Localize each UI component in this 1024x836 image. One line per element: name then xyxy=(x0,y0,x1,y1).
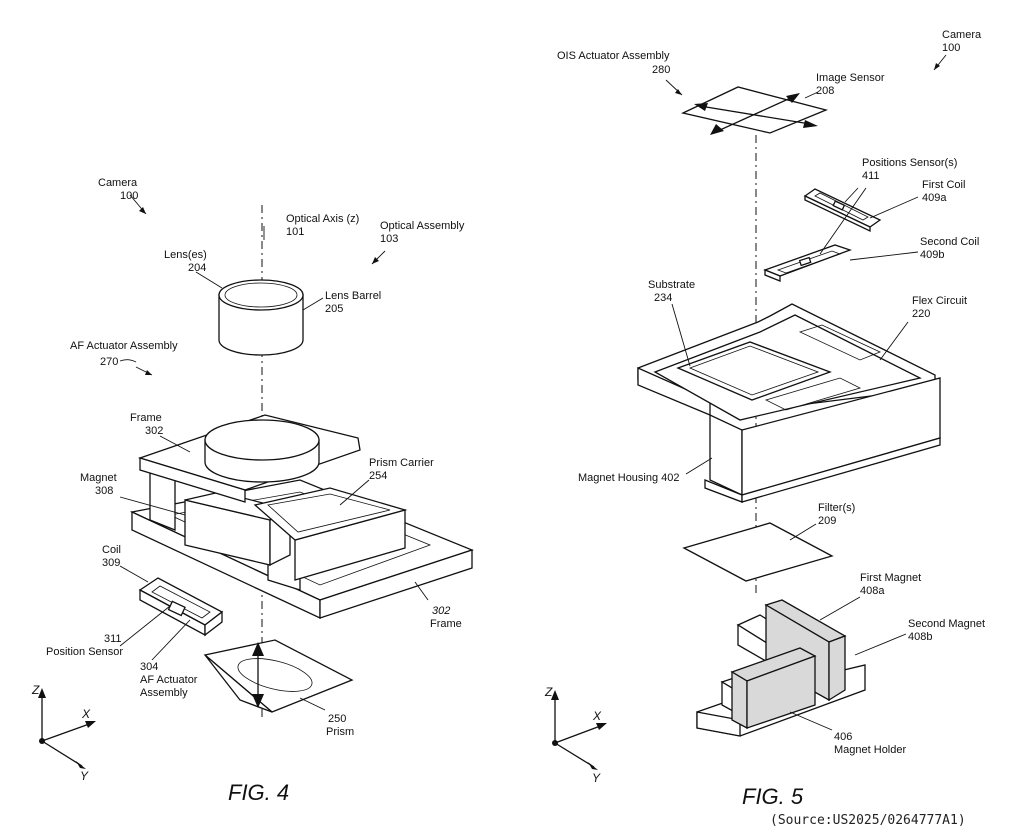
fig5-label-first-magnet: First Magnet xyxy=(860,572,921,584)
fig4-axis-y-label: Y xyxy=(80,769,89,783)
fig4-lens-barrel xyxy=(218,279,304,356)
fig4-label-af-actuator-num: 270 xyxy=(100,356,118,368)
fig5-second-magnet xyxy=(730,647,817,730)
fig4-label-prism: Prism xyxy=(326,726,354,738)
fig4-label-prism-carrier-num: 254 xyxy=(369,470,387,482)
fig4-label-frame2-num: 302 xyxy=(432,605,450,617)
fig4-label-lens-barrel: Lens Barrel xyxy=(325,290,381,302)
fig4-label-optical-assembly-num: 103 xyxy=(380,233,398,245)
fig5-label-positions-sensor-num: 411 xyxy=(862,170,880,182)
fig4-label-af-asm-line2: Assembly xyxy=(140,687,188,699)
fig5-label-camera-num: 100 xyxy=(942,42,960,54)
fig5-label-magnet-holder-num: 406 xyxy=(834,731,852,743)
fig4-label-frame-num: 302 xyxy=(145,425,163,437)
fig4-label-position-sensor: Position Sensor xyxy=(46,646,123,658)
fig4-label-lenses-num: 204 xyxy=(188,262,206,274)
fig4-label-lens-barrel-num: 205 xyxy=(325,303,343,315)
fig5-label-second-coil: Second Coil xyxy=(920,236,979,248)
fig4-caption: FIG. 4 xyxy=(228,780,289,805)
fig4-label-position-sensor-num: 311 xyxy=(104,633,122,645)
fig4-label-camera: Camera xyxy=(98,177,138,189)
fig5-label-second-magnet-num: 408b xyxy=(908,631,932,643)
fig4-prism-carrier xyxy=(253,487,408,581)
fig4-coil xyxy=(138,577,224,637)
fig4-axis-z-label: Z xyxy=(31,683,40,697)
fig4-label-af-actuator: AF Actuator Assembly xyxy=(70,340,178,352)
fig4-label-magnet-num: 308 xyxy=(95,485,113,497)
fig5-label-first-coil: First Coil xyxy=(922,179,965,191)
fig5-label-image-sensor-num: 208 xyxy=(816,85,834,97)
fig4-label-af-asm-num: 304 xyxy=(140,661,158,673)
fig5-image-sensor xyxy=(681,86,829,135)
fig5-label-image-sensor: Image Sensor xyxy=(816,72,885,84)
fig5-label-magnet-housing: Magnet Housing 402 xyxy=(578,472,680,484)
fig5-label-positions-sensor: Positions Sensor(s) xyxy=(862,157,957,169)
fig4-label-af-asm-line1: AF Actuator xyxy=(140,674,198,686)
fig4-label-frame: Frame xyxy=(130,412,162,424)
fig4-label-optical-assembly: Optical Assembly xyxy=(380,220,465,232)
fig4-label-coil-num: 309 xyxy=(102,557,120,569)
fig4-label-optical-axis: Optical Axis (z) xyxy=(286,213,359,225)
fig5-label-filters: Filter(s) xyxy=(818,502,855,514)
fig5-filter xyxy=(682,522,834,582)
fig4-label-frame2: Frame xyxy=(430,618,462,630)
fig4-label-prism-num: 250 xyxy=(328,713,346,725)
fig5-label-ois: OIS Actuator Assembly xyxy=(557,50,670,62)
fig4-axes xyxy=(38,688,96,769)
fig4-label-coil: Coil xyxy=(102,544,121,556)
fig4-label-camera-num: 100 xyxy=(120,190,138,202)
fig5-label-first-coil-num: 409a xyxy=(922,192,947,204)
fig5-label-substrate-num: 234 xyxy=(654,292,672,304)
fig5-axes xyxy=(551,690,607,770)
fig5-first-coil xyxy=(803,188,882,233)
fig4-top-frame xyxy=(137,414,361,503)
fig4-drawing xyxy=(38,194,474,769)
fig5-label-flex-circuit-num: 220 xyxy=(912,308,930,320)
fig5-axis-x-label: X xyxy=(592,709,602,723)
fig5-label-camera: Camera xyxy=(942,29,982,41)
fig5-second-coil xyxy=(763,244,852,282)
fig4-magnet xyxy=(184,491,292,567)
fig5-label-second-magnet: Second Magnet xyxy=(908,618,985,630)
fig5-axis-z-label: Z xyxy=(544,685,553,699)
fig5-magnet-housing xyxy=(637,303,941,503)
fig5-caption: FIG. 5 xyxy=(742,784,804,809)
fig5-drawing xyxy=(551,54,947,770)
fig4-axis-x-label: X xyxy=(81,707,91,721)
fig5-label-filters-num: 209 xyxy=(818,515,836,527)
fig5-label-second-coil-num: 409b xyxy=(920,249,944,261)
fig4-prism xyxy=(203,639,354,713)
fig5-label-magnet-holder: Magnet Holder xyxy=(834,744,906,756)
fig4-label-optical-axis-num: 101 xyxy=(286,226,304,238)
fig5-label-flex-circuit: Flex Circuit xyxy=(912,295,967,307)
fig4-label-magnet: Magnet xyxy=(80,472,117,484)
fig4-label-prism-carrier: Prism Carrier xyxy=(369,457,434,469)
fig4-label-lenses: Lens(es) xyxy=(164,249,207,261)
fig5-label-first-magnet-num: 408a xyxy=(860,585,885,597)
fig5-label-ois-num: 280 xyxy=(652,64,670,76)
fig5-label-substrate: Substrate xyxy=(648,279,695,291)
source-citation: (Source:US2025/0264777A1) xyxy=(770,813,966,828)
fig5-axis-y-label: Y xyxy=(592,771,601,785)
